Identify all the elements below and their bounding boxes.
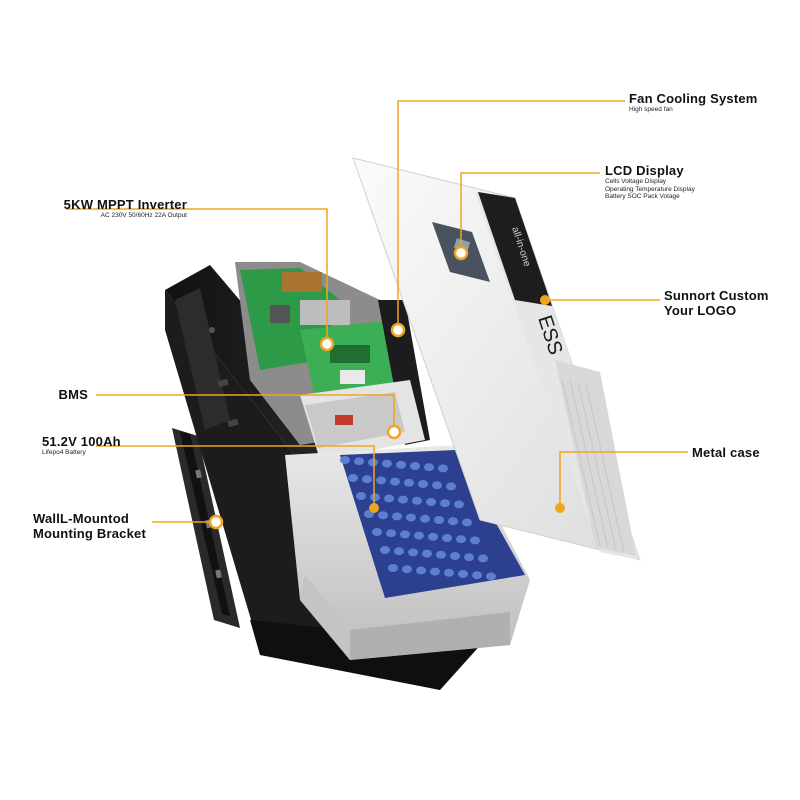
battery-pack <box>285 445 530 660</box>
marker-inverter <box>319 336 335 352</box>
battery-cell <box>382 459 392 468</box>
callout-fan-sub: High speed fan <box>629 106 673 113</box>
marker-metal <box>555 503 565 513</box>
battery-cell <box>486 572 496 581</box>
marker-lcd <box>453 245 469 261</box>
callout-logo-title2: Your LOGO <box>664 303 737 318</box>
battery-cell <box>470 536 480 545</box>
battery-cell <box>394 547 404 556</box>
callout-inverter-title: 5KW MPPT Inverter <box>63 197 187 212</box>
callout-mounting-bracket: WallL-Mountod Mounting Bracket <box>33 511 146 541</box>
battery-cell <box>340 456 350 464</box>
battery-cell <box>410 462 420 470</box>
callout-bracket-title2: Mounting Bracket <box>33 526 146 541</box>
battery-cell <box>348 474 358 482</box>
callout-lcd-sub1: Cells Voltage Display <box>605 178 667 185</box>
battery-cell <box>422 549 432 558</box>
battery-cell <box>404 478 414 487</box>
marker-bracket <box>208 514 224 530</box>
callout-mppt-inverter: 5KW MPPT Inverter AC 230V 50/60Hz 22A Ou… <box>64 197 187 220</box>
battery-cell <box>354 457 364 466</box>
battery-cell <box>372 528 382 536</box>
callout-lcd-sub3: Battery SOC Pack Votage <box>605 193 680 200</box>
battery-cell <box>442 534 452 542</box>
white-metal-case <box>352 157 641 561</box>
battery-cell <box>456 535 466 544</box>
battery-cell <box>440 499 450 508</box>
callout-bms-title: BMS <box>58 387 88 402</box>
callout-lifepo4-battery: 51.2V 100Ah Lifepo4 Battery <box>42 434 121 457</box>
battery-cell <box>368 458 378 467</box>
battery-cell <box>438 464 448 473</box>
battery-cell <box>392 512 402 521</box>
battery-cell <box>458 570 468 578</box>
battery-cell <box>446 482 456 491</box>
battery-cell <box>414 531 424 540</box>
battery-cell <box>454 500 464 509</box>
battery-cells <box>340 456 496 581</box>
battery-cell <box>416 566 426 575</box>
battery-cell <box>420 514 430 523</box>
callout-bracket-title1: WallL-Mountod <box>33 511 129 526</box>
battery-cell <box>432 481 442 490</box>
callout-lcd-sub2: Operating Temperature Display <box>605 185 695 193</box>
battery-cell <box>400 530 410 539</box>
marker-logo <box>540 295 550 305</box>
battery-cell <box>380 546 390 554</box>
marker-bms <box>386 424 402 440</box>
battery-cell <box>356 492 366 500</box>
marker-fan <box>390 322 406 338</box>
battery-cell <box>430 567 440 576</box>
battery-cell <box>390 477 400 486</box>
battery-cell <box>362 475 372 484</box>
callout-battery-sub: Lifepo4 Battery <box>42 449 86 456</box>
battery-cell <box>402 565 412 574</box>
battery-cell <box>428 532 438 541</box>
battery-cell <box>388 564 398 572</box>
battery-cell <box>444 568 454 577</box>
battery-cell <box>434 516 444 524</box>
callout-battery-title: 51.2V 100Ah <box>42 434 121 449</box>
battery-cell <box>462 518 472 527</box>
battery-cell <box>436 550 446 559</box>
battery-cell <box>378 511 388 520</box>
battery-cell <box>396 460 406 469</box>
battery-cell <box>370 493 380 502</box>
battery-cell <box>448 517 458 526</box>
marker-battery <box>369 503 379 513</box>
battery-cell <box>386 529 396 538</box>
callout-custom-logo: Sunnort Custom Your LOGO <box>664 288 769 318</box>
battery-cell <box>426 498 436 506</box>
callout-metal-case: Metal case <box>692 445 760 460</box>
callout-leader-lines <box>66 100 688 523</box>
battery-cell <box>406 513 416 522</box>
battery-cell <box>418 480 428 488</box>
battery-cell <box>424 463 434 472</box>
callout-fan-title: Fan Cooling System <box>629 91 758 106</box>
callout-markers <box>208 245 565 530</box>
battery-cell <box>412 496 422 505</box>
battery-cell <box>408 548 418 557</box>
battery-cell <box>376 476 386 485</box>
battery-cell <box>450 552 460 560</box>
battery-cell <box>478 554 488 563</box>
battery-cell <box>398 495 408 504</box>
callout-inverter-sub: AC 230V 50/60Hz 22A Output <box>100 212 187 219</box>
callout-bms: BMS <box>59 387 89 402</box>
callout-metal-title: Metal case <box>692 445 760 460</box>
callout-fan-cooling: Fan Cooling System High speed fan <box>629 91 758 114</box>
battery-cell <box>472 571 482 580</box>
callout-lcd-title: LCD Display <box>605 163 684 178</box>
battery-cell <box>384 494 394 503</box>
battery-cell <box>464 553 474 562</box>
callout-logo-title1: Sunnort Custom <box>664 288 769 303</box>
callout-lcd-display: LCD Display Cells Voltage Display Operat… <box>605 163 695 201</box>
